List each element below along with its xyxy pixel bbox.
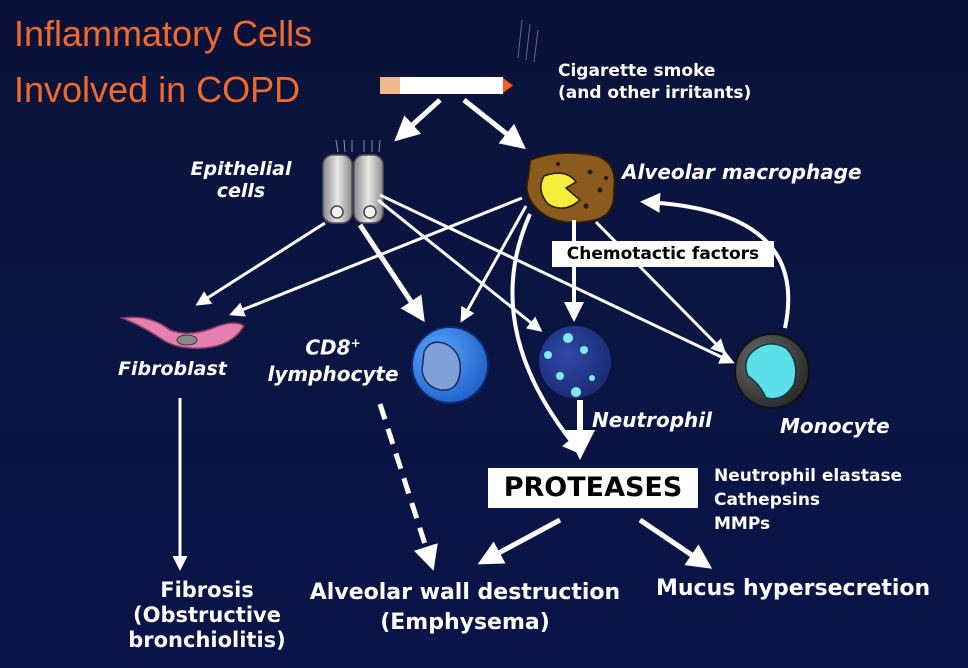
arrows-epithelial: [195, 193, 735, 364]
fibrosis-label-line-1: Fibrosis: [160, 578, 254, 602]
fibroblast-label: Fibroblast: [118, 358, 227, 380]
arrows-smoke: [394, 98, 526, 150]
monocyte-label: Monocyte: [780, 414, 890, 438]
arrow-lymphocyte-destruction: [377, 403, 438, 571]
mucus-label: Mucus hypersecretion: [656, 576, 931, 601]
arrows-proteases: [477, 517, 713, 569]
smoke-label: Cigarette smoke (and other irritants): [558, 60, 751, 104]
macrophage-icon: [525, 151, 616, 224]
chemotactic-label: Chemotactic factors: [566, 244, 760, 264]
arrow-monocyte-macrophage: [640, 192, 791, 329]
destruction-label-line-1: Alveolar wall destruction: [309, 580, 621, 605]
neutrophil-label: Neutrophil: [592, 408, 712, 432]
smoke-label-line-2: (and other irritants): [558, 83, 752, 103]
fibrosis-label: Fibrosis (Obstructive bronchiolitis): [112, 578, 302, 653]
epithelial-label: Epithelial cells: [176, 158, 306, 202]
epithelial-label-line-2: cells: [216, 180, 266, 202]
cd8-text: CD8: [305, 335, 351, 360]
lymphocyte-icon: [411, 326, 489, 404]
proteases-list: Neutrophil elastase Cathepsins MMPs: [714, 464, 902, 536]
arrows-macrophage: [229, 196, 727, 456]
fibrosis-label-line-3: bronchiolitis): [128, 628, 286, 652]
chemotactic-box: [552, 241, 774, 267]
title-line-1: Inflammatory Cells: [14, 13, 313, 54]
epithelial-label-line-1: Epithelial: [190, 158, 292, 180]
fibrosis-label-line-2: (Obstructive: [133, 603, 281, 627]
monocyte-icon: [734, 333, 810, 409]
protease-item: Cathepsins: [714, 490, 821, 510]
cd8-label-line-2: lymphocyte: [267, 361, 399, 386]
title-line-2: Involved in COPD: [14, 69, 301, 110]
proteases-box: [488, 468, 698, 508]
macrophage-label: Alveolar macrophage: [622, 160, 862, 184]
destruction-label-line-2: (Emphysema): [380, 610, 550, 635]
cigarette-icon: [380, 19, 539, 94]
neutrophil-icon: [537, 324, 613, 400]
cd8-superscript: +: [350, 336, 361, 350]
cd8-label-line-1: CD8+: [258, 330, 408, 361]
destruction-label: Alveolar wall destruction (Emphysema): [290, 578, 640, 638]
smoke-label-line-1: Cigarette smoke: [558, 61, 716, 81]
protease-item: Neutrophil elastase: [714, 466, 903, 486]
fibroblast-icon: [119, 316, 245, 350]
epithelial-cells-icon: [322, 139, 384, 224]
cd8-label: CD8+ lymphocyte: [258, 330, 408, 387]
protease-item: MMPs: [714, 514, 771, 534]
proteases-label: PROTEASES: [503, 472, 683, 503]
